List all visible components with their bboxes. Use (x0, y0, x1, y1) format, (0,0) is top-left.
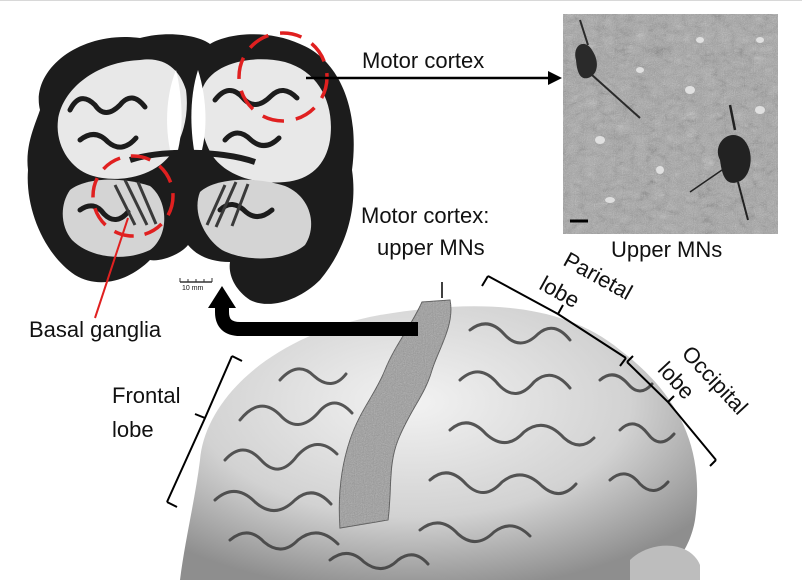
motor-strip-to-basal-ganglia-arrow (208, 286, 418, 336)
lobe-brackets (166, 275, 717, 508)
lateral-brain (180, 306, 700, 580)
upper-mn-micrograph (563, 14, 778, 234)
frontal-lobe-label-line2: lobe (112, 417, 154, 442)
basal-ganglia-highlight-circle (91, 154, 175, 238)
coronal-brain-section (27, 34, 354, 304)
scale-bar-label: 10 mm (182, 285, 204, 292)
motor-cortex-upper-mns-label-line2: upper MNs (377, 235, 485, 260)
upper-mns-label: Upper MNs (611, 237, 723, 262)
basal-ganglia-pointer (94, 217, 129, 319)
motor-cortex-label: Motor cortex (362, 48, 485, 73)
motor-cortex-upper-mns-label-line1: Motor cortex: (361, 203, 490, 228)
frontal-lobe-label-line1: Frontal (112, 383, 181, 408)
motor-cortex-arrow (306, 71, 562, 85)
basal-ganglia-label: Basal ganglia (29, 317, 162, 342)
